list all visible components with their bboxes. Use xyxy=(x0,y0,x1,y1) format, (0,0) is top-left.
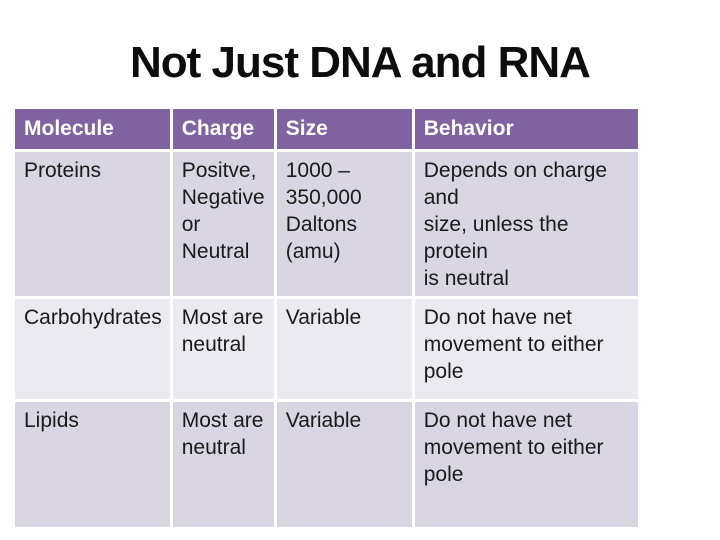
cell-proteins-behavior: Depends on charge and size, unless the p… xyxy=(414,152,638,296)
cell-proteins-molecule: Proteins xyxy=(15,152,170,296)
cell-lipids-behavior: Do not have net movement to either pole xyxy=(414,402,638,527)
cell-carbohydrates-size: Variable xyxy=(276,299,412,399)
column-header-behavior: Behavior xyxy=(414,109,638,149)
column-header-size: Size xyxy=(276,109,412,149)
table-row-carbohydrates: Carbohydrates Most are neutral Variable … xyxy=(15,299,638,399)
slide-title: Not Just DNA and RNA xyxy=(130,38,591,87)
cell-lipids-molecule: Lipids xyxy=(15,402,170,527)
cell-proteins-charge: Positve, Negative or Neutral xyxy=(172,152,274,296)
table-row-proteins: Proteins Positve, Negative or Neutral 10… xyxy=(15,152,638,296)
column-header-charge: Charge xyxy=(172,109,274,149)
cell-proteins-size: 1000 – 350,000 Daltons (amu) xyxy=(276,152,412,296)
table-header-row: Molecule Charge Size Behavior xyxy=(15,109,638,149)
cell-lipids-size: Variable xyxy=(276,402,412,527)
cell-carbohydrates-behavior: Do not have net movement to either pole xyxy=(414,299,638,399)
cell-carbohydrates-charge: Most are neutral xyxy=(172,299,274,399)
molecule-properties-table: Molecule Charge Size Behavior Proteins P… xyxy=(12,106,641,530)
cell-lipids-charge: Most are neutral xyxy=(172,402,274,527)
column-header-molecule: Molecule xyxy=(15,109,170,149)
table-row-lipids: Lipids Most are neutral Variable Do not … xyxy=(15,402,638,527)
cell-carbohydrates-molecule: Carbohydrates xyxy=(15,299,170,399)
